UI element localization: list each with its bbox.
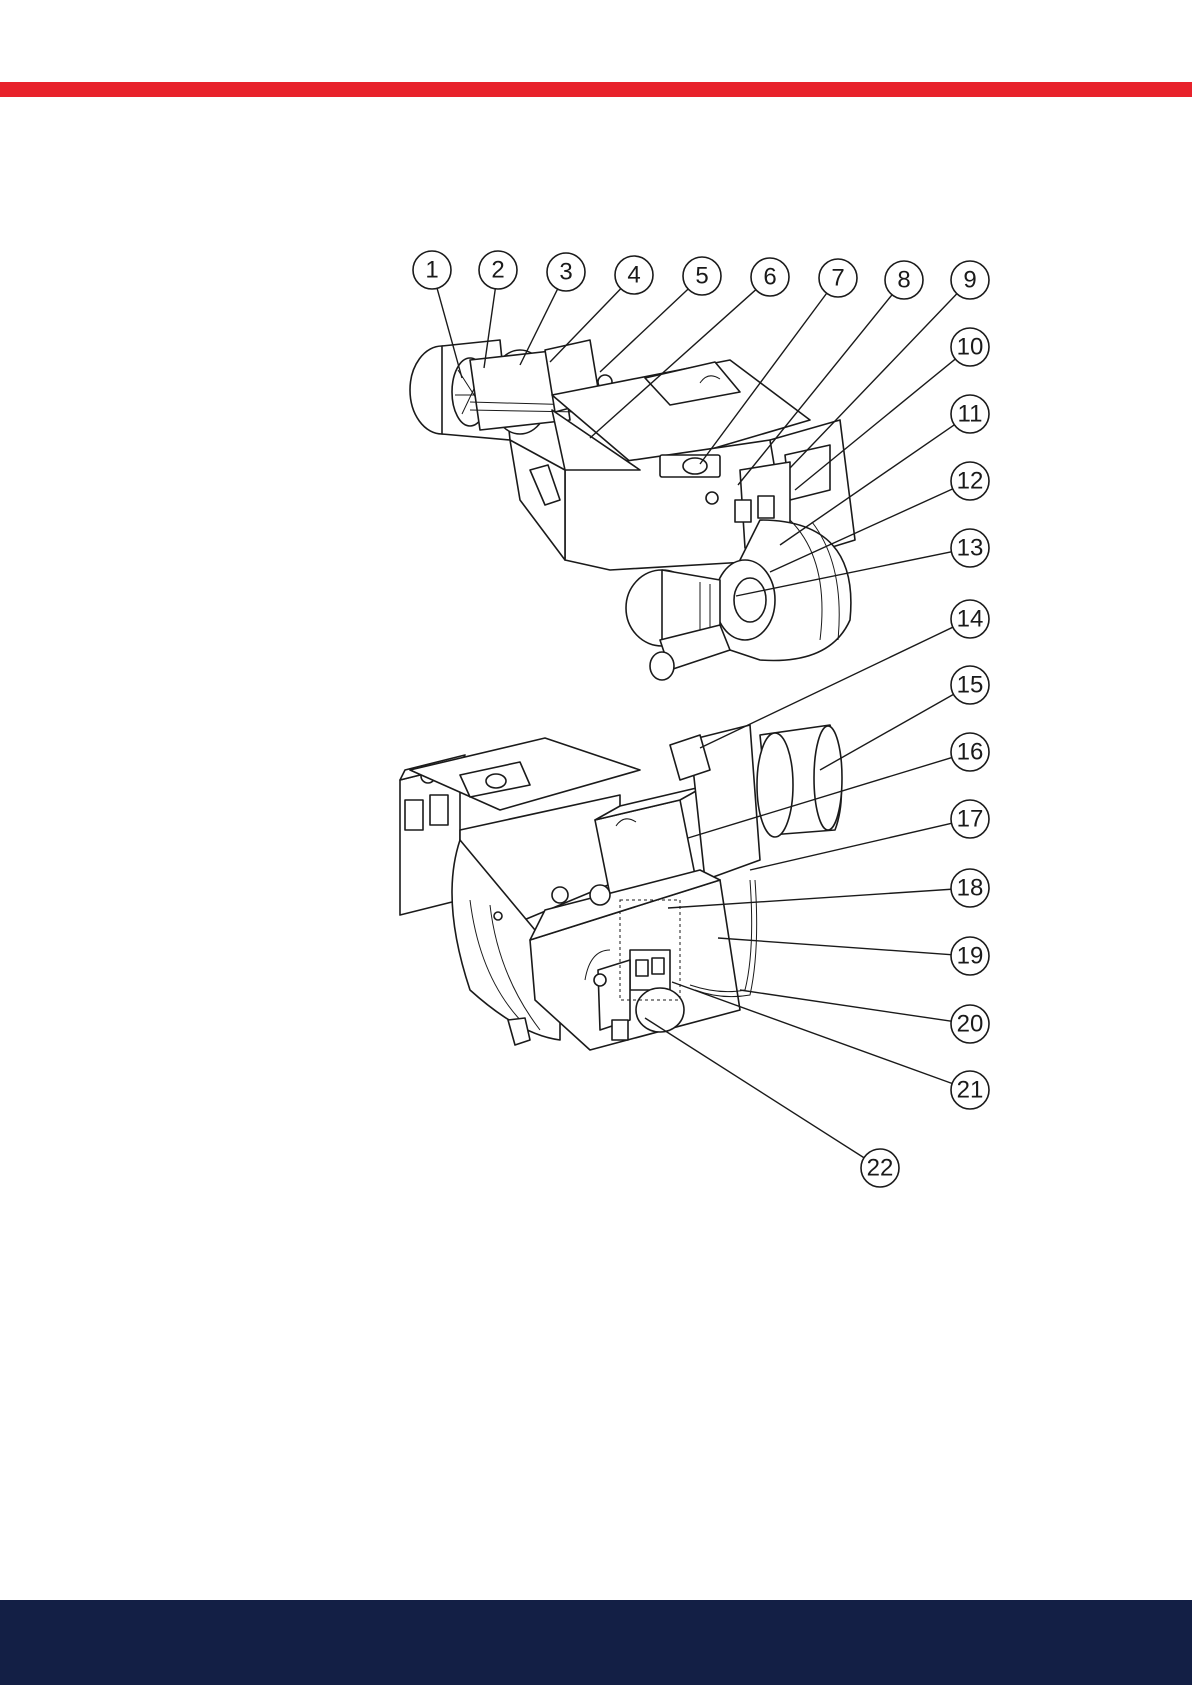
callout-number-13: 13	[957, 535, 984, 562]
callout-number-8: 8	[897, 267, 910, 294]
callout-leader-19	[718, 938, 951, 955]
callout-number-22: 22	[867, 1155, 894, 1182]
footer-navy-band	[0, 1600, 1192, 1685]
callout-number-17: 17	[957, 806, 984, 833]
callout-leader-9	[790, 294, 957, 468]
callout-number-5: 5	[695, 263, 708, 290]
callout-number-10: 10	[957, 334, 984, 361]
callout-number-16: 16	[957, 739, 984, 766]
callout-number-4: 4	[627, 262, 640, 289]
burner-bottom-view	[400, 725, 842, 1050]
callout-number-3: 3	[559, 259, 572, 286]
callout-number-15: 15	[957, 672, 984, 699]
callout-number-11: 11	[958, 401, 983, 428]
callout-number-18: 18	[957, 875, 984, 902]
callout-number-1: 1	[425, 257, 438, 284]
callout-leader-5	[600, 289, 688, 372]
callout-number-6: 6	[763, 264, 776, 291]
callout-number-12: 12	[957, 468, 984, 495]
callout-number-2: 2	[491, 257, 504, 284]
callout-leader-20	[740, 990, 951, 1021]
callout-leader-21	[672, 982, 952, 1084]
callout-number-19: 19	[957, 943, 984, 970]
callout-number-7: 7	[831, 265, 844, 292]
callout-number-14: 14	[957, 606, 984, 633]
burner-top-view	[410, 340, 855, 680]
callout-number-9: 9	[963, 267, 976, 294]
callout-number-20: 20	[957, 1011, 984, 1038]
callout-number-21: 21	[957, 1077, 984, 1104]
callout-leader-15	[820, 694, 953, 770]
